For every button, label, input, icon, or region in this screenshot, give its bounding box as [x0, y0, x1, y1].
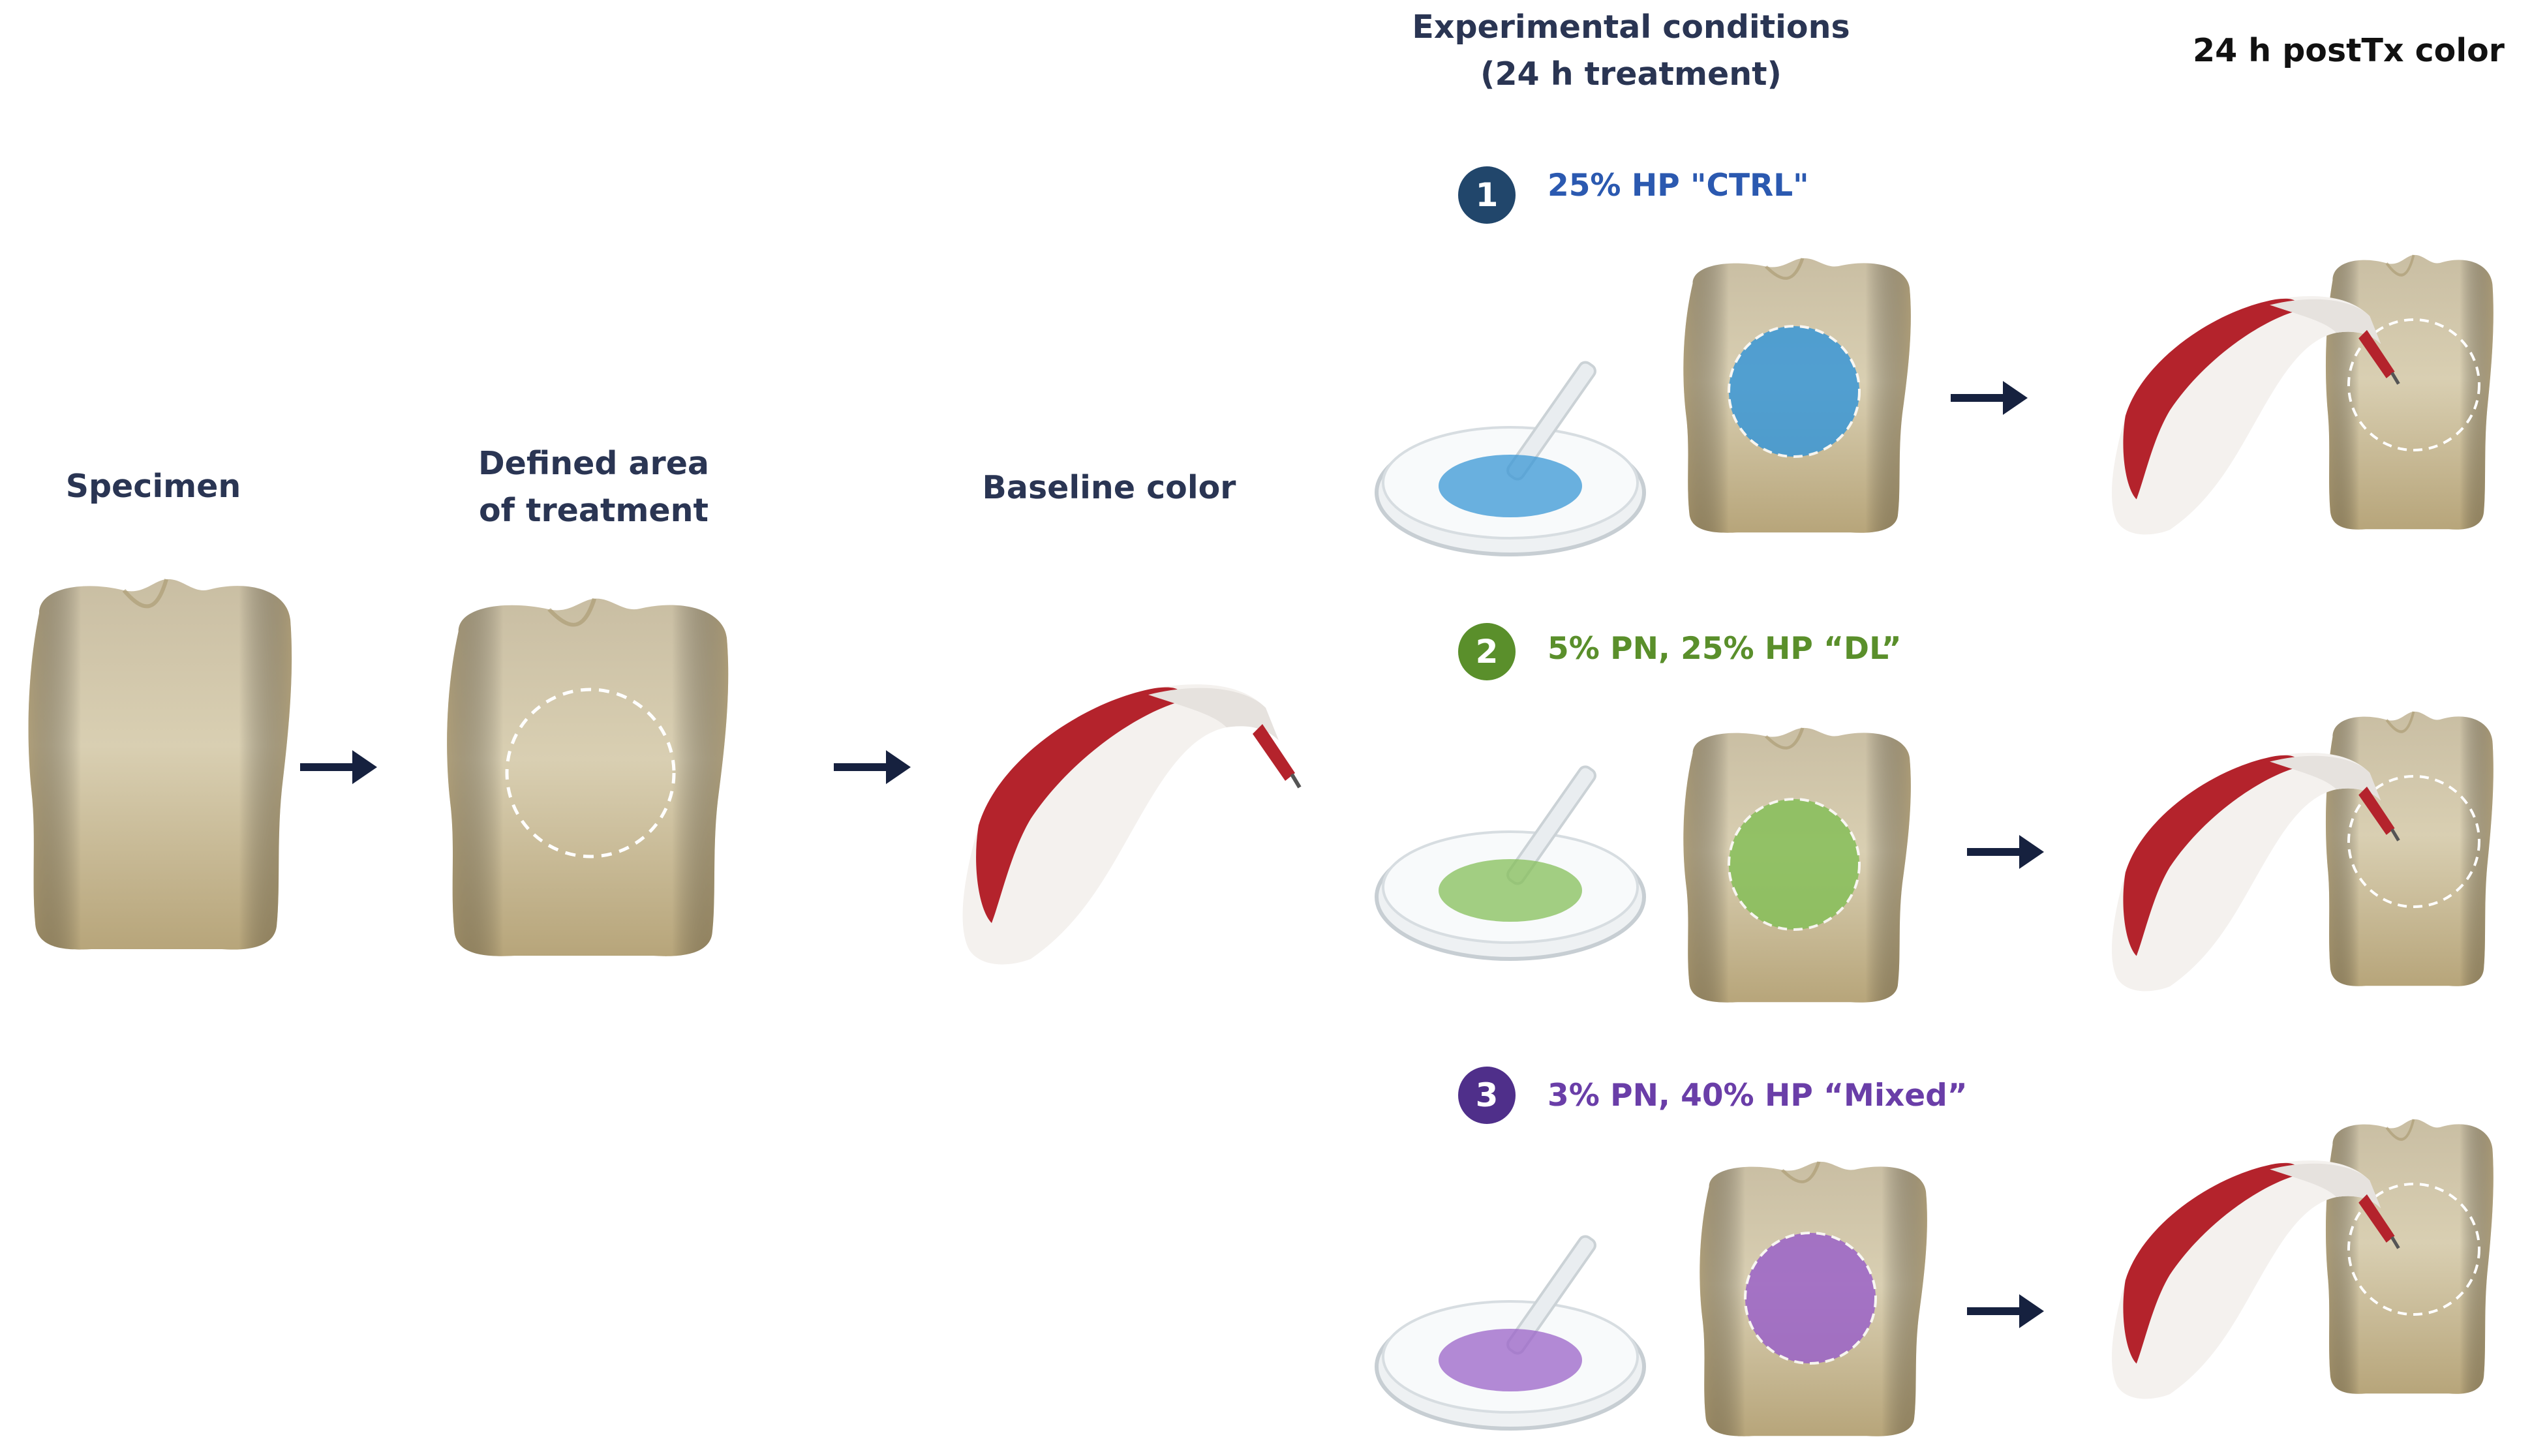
condition-2-arrow [1967, 832, 2045, 872]
spectrophotometer-device [936, 662, 1308, 969]
arrow-area-to-baseline [834, 748, 912, 787]
condition-3-arrow [1967, 1292, 2045, 1331]
arrow-specimen-to-area [300, 748, 378, 787]
condition-1-treated-tooth [1670, 254, 1918, 535]
condition-2-post-measurement [2081, 708, 2499, 995]
header-post-color: 24 h postTx color [2193, 32, 2505, 69]
header-defined-area: Defined area of treatment [478, 445, 709, 529]
condition-3-post-measurement [2081, 1115, 2499, 1403]
condition-1-petri-dish [1367, 352, 1654, 561]
header-baseline-color: Baseline color [982, 469, 1236, 506]
condition-2-treated-tooth [1670, 724, 1918, 1005]
treatment-area-outline [505, 688, 676, 858]
condition-1-badge: 1 [1458, 166, 1516, 224]
condition-3-badge: 3 [1458, 1067, 1516, 1124]
header-experimental-conditions: Experimental conditions (24 h treatment) [1412, 8, 1850, 93]
condition-1-label: 25% HP "CTRL" [1548, 168, 1809, 204]
condition-2-label: 5% PN, 25% HP “DL” [1548, 631, 1902, 667]
specimen-tooth [13, 574, 300, 952]
condition-3-petri-dish [1367, 1226, 1654, 1435]
condition-2-badge: 2 [1458, 623, 1516, 680]
header-specimen: Specimen [65, 468, 241, 505]
condition-1-post-measurement [2081, 251, 2499, 538]
condition-2-petri-dish [1367, 757, 1654, 965]
condition-1-arrow [1951, 378, 2029, 417]
condition-3-treated-tooth [1686, 1158, 1934, 1438]
condition-3-label: 3% PN, 40% HP “Mixed” [1548, 1078, 1968, 1114]
defined-area-tooth [431, 594, 737, 959]
